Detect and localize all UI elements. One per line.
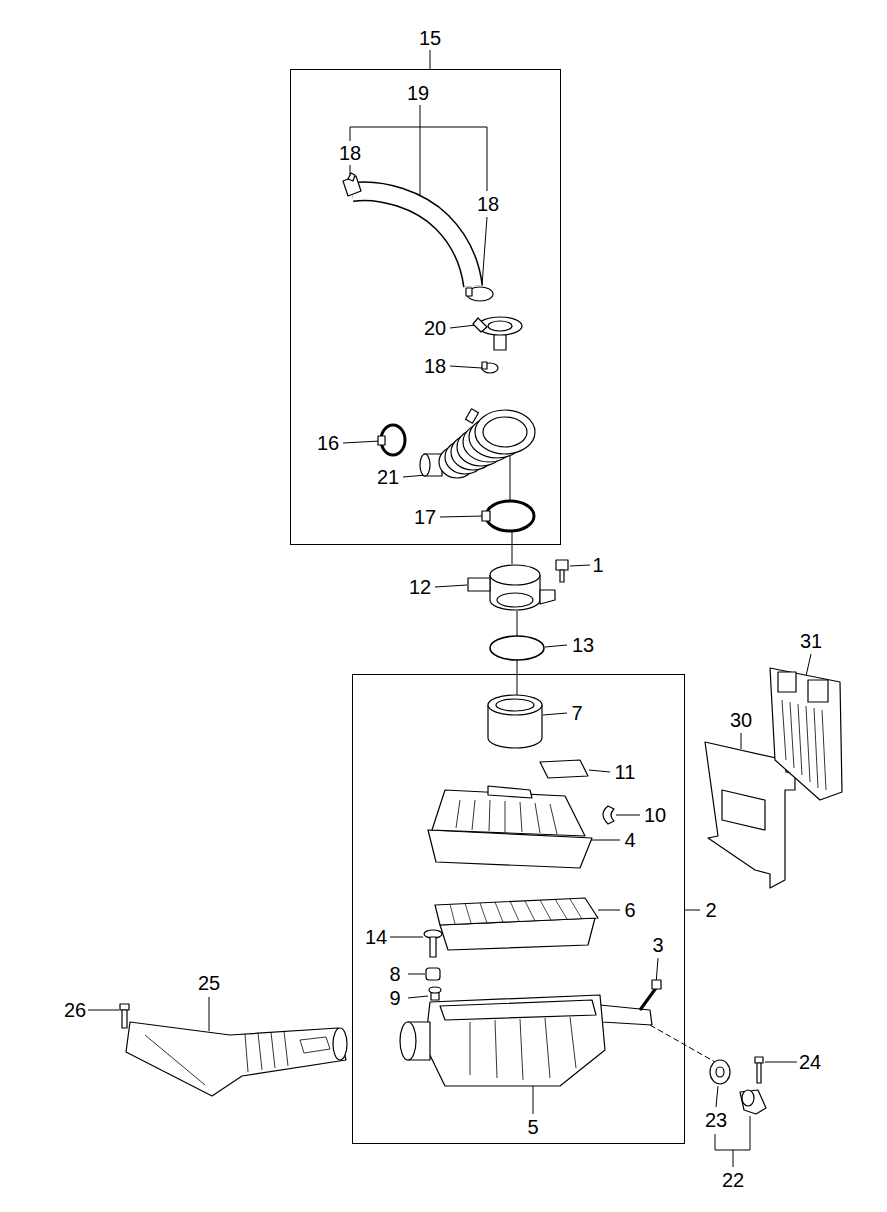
callout-number: 5 [525, 1116, 540, 1138]
callout-number: 23 [703, 1109, 729, 1131]
elbow-hose [420, 409, 535, 478]
callout-number: 4 [622, 829, 637, 851]
callout-number: 18 [337, 142, 363, 164]
callout-number: 17 [412, 506, 438, 528]
callout-number: 22 [720, 1169, 746, 1191]
callout-number: 11 [613, 761, 638, 783]
callout-number: 18 [475, 193, 501, 215]
callout-number: 13 [570, 634, 596, 656]
callout-number: 26 [62, 999, 88, 1021]
callout-number: 25 [196, 972, 222, 994]
leader-lines [88, 50, 811, 1167]
callout-number: 21 [375, 466, 401, 488]
callout-number: 2 [703, 899, 718, 921]
callout-number: 14 [363, 926, 389, 948]
callout-number: 3 [650, 934, 665, 956]
callout-number: 8 [387, 963, 402, 985]
callout-number: 30 [728, 709, 754, 731]
callout-number: 7 [569, 702, 584, 724]
callout-number: 19 [405, 82, 431, 104]
callout-number: 16 [315, 432, 341, 454]
callout-number: 24 [797, 1051, 823, 1073]
group-frame: 15 [290, 69, 561, 545]
callout-number: 9 [387, 987, 402, 1009]
callout-number: 31 [798, 630, 824, 652]
callout-number: 20 [422, 317, 448, 339]
callout-number: 10 [642, 804, 668, 826]
callout-number: 6 [622, 899, 637, 921]
callout-number: 12 [407, 576, 433, 598]
callout-number: 1 [590, 554, 605, 576]
callout-number: 15 [417, 27, 443, 49]
callout-number: 18 [422, 355, 448, 377]
